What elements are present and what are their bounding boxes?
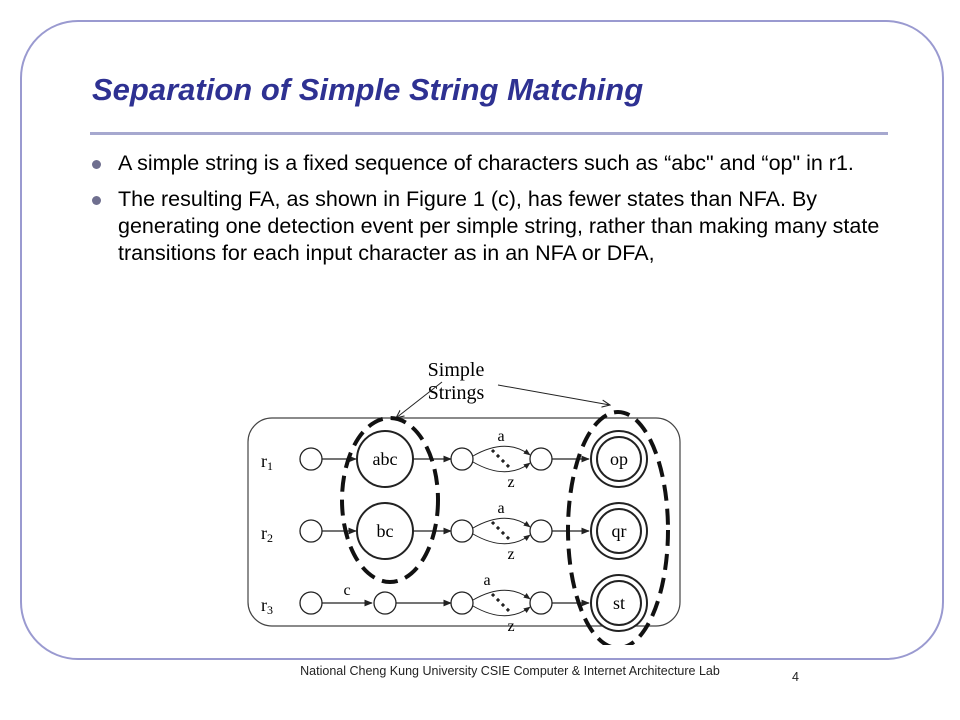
- state-mid-b-r1: [529, 447, 553, 471]
- state-start-r3: [299, 591, 323, 615]
- state-mid-a-r1: [450, 447, 474, 471]
- state-label-st: st: [613, 593, 625, 613]
- bullet-text: A simple string is a fixed sequence of c…: [118, 151, 854, 175]
- state-start-r1: [299, 447, 323, 471]
- state-label-abc: abc: [373, 449, 398, 469]
- state-op-inner: [596, 436, 642, 482]
- callout-arrow-left: [396, 381, 443, 418]
- simple-string-group-right: [566, 410, 670, 645]
- simple-string-group-left: [340, 416, 440, 584]
- callout-label-line1: Simple: [428, 359, 485, 381]
- state-mid-b-r3: [529, 591, 553, 615]
- rule-label-r2: r2: [261, 523, 273, 545]
- bullet-item: The resulting FA, as shown in Figure 1 (…: [90, 186, 890, 267]
- state-mid-b-r2: [529, 519, 553, 543]
- state-label-qr: qr: [612, 521, 627, 541]
- range-label-top-r3: a: [483, 572, 490, 589]
- range-label-bottom-r2: z: [507, 546, 514, 563]
- bullet-dot-icon: [92, 160, 101, 169]
- state-qr-outer: [590, 502, 648, 560]
- bullet-text: The resulting FA, as shown in Figure 1 (…: [118, 187, 880, 265]
- slide-footer: National Cheng Kung University CSIE Comp…: [300, 664, 720, 678]
- title-underline: [90, 132, 888, 135]
- range-label-bottom-r1: z: [507, 474, 514, 491]
- fa-row-r1: r1 abc a z op: [261, 428, 648, 491]
- slide-frame: [20, 20, 944, 660]
- bullet-list: A simple string is a fixed sequence of c…: [90, 150, 890, 276]
- state-mid-a-r3: [450, 591, 474, 615]
- callout-arrow-right: [497, 384, 610, 405]
- range-label-top-r2: a: [497, 500, 504, 517]
- rule-label-r3: r3: [261, 595, 273, 617]
- state-c: [373, 591, 397, 615]
- bullet-dot-icon: [92, 196, 101, 205]
- state-start-r2: [299, 519, 323, 543]
- state-st-outer: [590, 574, 648, 632]
- state-mid-a-r2: [450, 519, 474, 543]
- bullet-item: A simple string is a fixed sequence of c…: [90, 150, 890, 177]
- state-qr-inner: [596, 508, 642, 554]
- state-op-outer: [590, 430, 648, 488]
- fa-row-r3: r3 c a z st: [261, 572, 648, 635]
- fa-row-r2: r2 bc a z qr: [261, 500, 648, 563]
- page-number: 4: [792, 670, 799, 684]
- fa-enclosure: [247, 417, 681, 627]
- state-label-bc: bc: [377, 521, 394, 541]
- state-st-inner: [596, 580, 642, 626]
- range-label-bottom-r3: z: [507, 618, 514, 635]
- range-label-top-r1: a: [497, 428, 504, 445]
- state-label-op: op: [610, 449, 628, 469]
- callout-label-line2: Strings: [428, 382, 485, 404]
- edge-label-c: c: [343, 582, 350, 599]
- rule-label-r1: r1: [261, 451, 273, 473]
- slide-title: Separation of Simple String Matching: [92, 72, 644, 107]
- fa-diagram: Simple Strings r1 abc a z op r2 bc a: [247, 359, 681, 645]
